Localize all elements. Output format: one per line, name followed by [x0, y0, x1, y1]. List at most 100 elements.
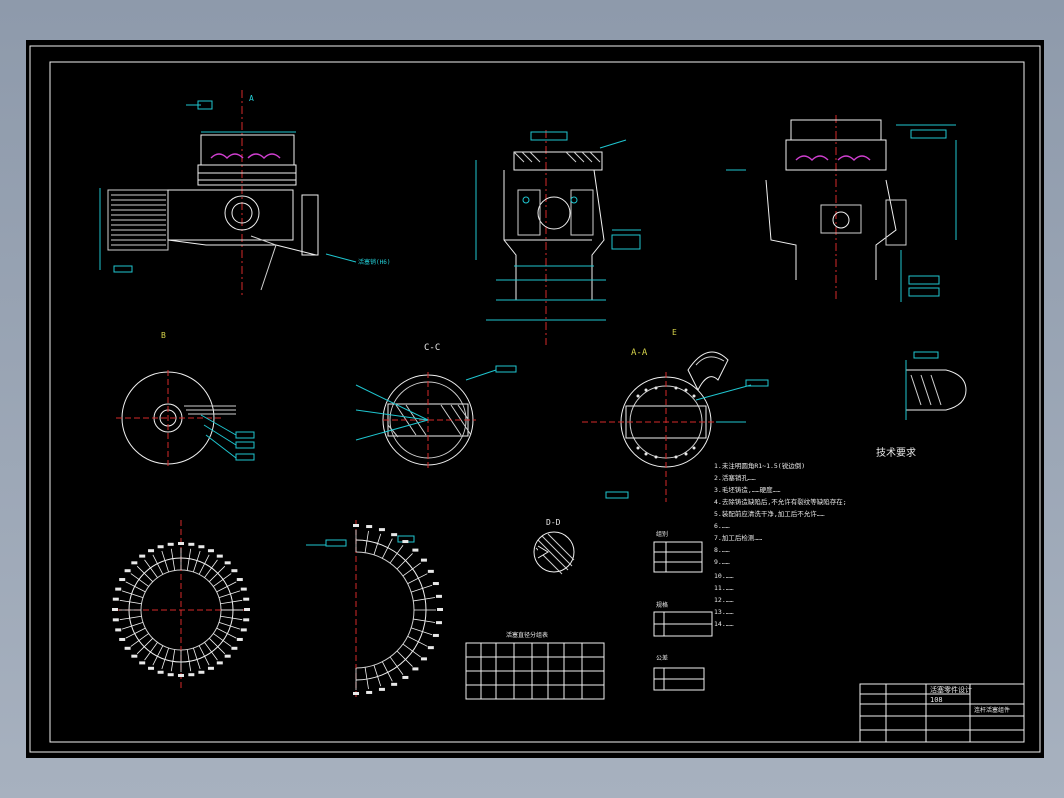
- radial-tick: [407, 635, 428, 647]
- radial-tick-label: [115, 628, 122, 632]
- title-block: 活塞零件设计 108 连杆活塞组件: [859, 683, 1025, 743]
- radial-tick: [170, 649, 176, 672]
- radial-tick-label: [115, 587, 122, 591]
- radial-tick: [209, 565, 226, 582]
- radial-tick-label: [157, 670, 164, 674]
- radial-tick: [192, 550, 201, 573]
- radial-tick: [413, 618, 436, 623]
- radial-tick-label: [198, 545, 205, 549]
- table-right-2-title: 规格: [656, 601, 668, 609]
- note-line: 12.……: [714, 596, 734, 604]
- note-line: 13.……: [714, 608, 734, 616]
- radial-tick-label: [435, 594, 442, 598]
- radial-tick-label: [207, 666, 214, 670]
- note-line: 11.……: [714, 584, 734, 592]
- radial-tick-label: [207, 549, 214, 553]
- inner-border: [49, 61, 1025, 743]
- radial-tick: [198, 554, 210, 575]
- radial-tick: [364, 530, 369, 553]
- radial-tick-label: [243, 597, 250, 601]
- note-line: 7.加工后检测……: [714, 533, 762, 542]
- radial-tick-label: [224, 561, 231, 565]
- section-label-dd: D-D: [546, 518, 561, 527]
- note-line: 1.未注明圆角R1~1.5(锐边倒): [714, 461, 805, 470]
- radial-tick-label: [432, 633, 439, 637]
- radial-tick: [125, 627, 146, 639]
- outer-border: [29, 45, 1041, 753]
- radial-tick-label: [139, 554, 146, 558]
- radial-tick-label: [402, 540, 409, 544]
- radial-tick-label: [124, 646, 131, 650]
- title-block-drawing-no: 连杆活塞组件: [974, 706, 1010, 714]
- note-line: 10.……: [714, 572, 734, 580]
- radial-tick: [373, 533, 382, 555]
- radial-tick: [396, 553, 413, 570]
- radial-tick-label: [437, 608, 443, 611]
- radial-ring-view-left: [112, 520, 250, 690]
- radial-tick-label: [131, 654, 138, 658]
- notes-heading: 技术要求: [876, 446, 916, 459]
- table-left-title: 活塞直径分组表: [506, 631, 548, 639]
- radial-tick: [119, 599, 142, 605]
- radial-tick: [373, 665, 382, 687]
- radial-tick: [161, 647, 170, 670]
- radial-tick-label: [402, 675, 409, 679]
- radial-tick-label: [119, 637, 126, 641]
- radial-tick: [121, 590, 144, 599]
- radial-tick-label: [420, 558, 427, 562]
- radial-tick-label: [391, 533, 398, 537]
- radial-tick-label: [412, 548, 419, 552]
- radial-tick: [213, 573, 232, 587]
- technical-requirements: 技术要求 1.未注明圆角R1~1.5(锐边倒) 2.活塞销孔…… 3.毛坯铸造,…: [714, 446, 916, 628]
- radial-tick: [144, 642, 158, 661]
- radial-tick-label: [378, 528, 385, 532]
- radial-tick: [213, 633, 232, 647]
- view-arrow-a: A: [249, 94, 254, 103]
- radial-tick-label: [243, 618, 250, 622]
- radial-tick: [218, 621, 241, 630]
- radial-tick: [364, 667, 369, 690]
- cad-viewport[interactable]: 活塞销(H6) A: [26, 40, 1044, 758]
- table-right-3-title: 公差: [656, 654, 668, 662]
- note-line: 2.活塞销孔……: [714, 473, 756, 482]
- radial-tick: [170, 548, 176, 571]
- radial-tick: [204, 642, 218, 661]
- note-line: 5.装配前应清洗干净,加工后不允许……: [714, 509, 825, 518]
- radial-tick-label: [435, 621, 442, 625]
- radial-tick: [413, 597, 436, 602]
- view-label-b: B: [161, 331, 166, 340]
- radial-tick: [389, 656, 404, 675]
- radial-tick: [125, 581, 146, 593]
- radial-tick-label: [124, 569, 131, 573]
- radial-tick: [119, 615, 142, 621]
- radial-ring-view-right: [306, 520, 443, 700]
- radial-tick-label: [378, 687, 385, 691]
- radial-tick-label: [112, 618, 119, 622]
- radial-tick: [130, 573, 149, 587]
- radial-tick-label: [353, 524, 359, 527]
- radial-tick: [381, 661, 393, 682]
- radial-tick: [136, 638, 153, 655]
- section-label-cc: C-C: [424, 343, 440, 353]
- note-line: 14.……: [714, 620, 734, 628]
- note-line: 9.……: [714, 558, 730, 566]
- radial-tick: [402, 643, 421, 658]
- table-right-1-title: 组别: [656, 530, 668, 538]
- radial-tick-label: [178, 674, 184, 677]
- radial-tick-label: [139, 661, 146, 665]
- note-line: 6.……: [714, 522, 730, 530]
- radial-tick: [411, 584, 433, 593]
- radial-tick: [389, 545, 404, 564]
- radial-tick-label: [427, 646, 434, 650]
- radial-tick: [402, 562, 421, 577]
- radial-tick: [218, 590, 241, 599]
- drawing-canvas: 活塞销(H6) A: [29, 45, 1041, 753]
- radial-tick: [130, 633, 149, 647]
- radial-tick-label: [112, 608, 118, 611]
- view-b: B: [116, 331, 255, 468]
- radial-tick-label: [216, 554, 223, 558]
- radial-tick-label: [240, 587, 247, 591]
- radial-tick-label: [148, 549, 155, 553]
- group-table-left: 活塞直径分组表: [465, 631, 605, 700]
- radial-tick-label: [244, 608, 250, 611]
